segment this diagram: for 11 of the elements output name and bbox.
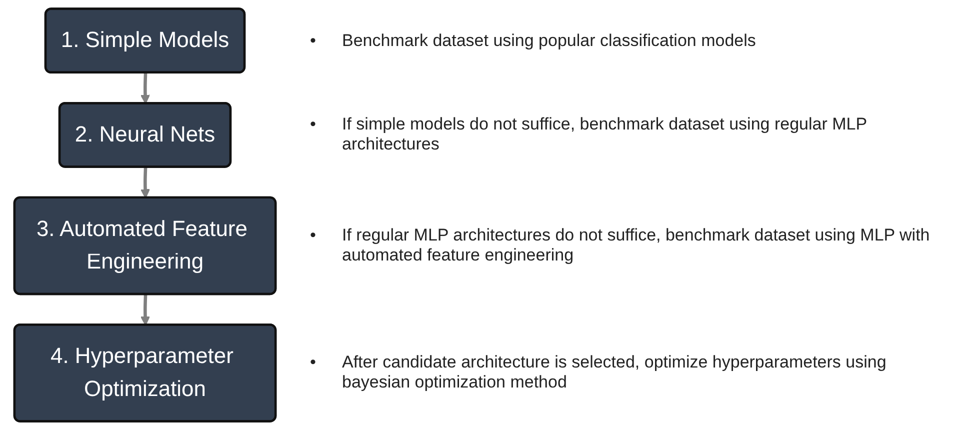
- description-text: If regular MLP architectures do not suffice, benchmark dataset using MLP with automated feature engineering: [342, 225, 931, 266]
- bullet-marker: •: [310, 30, 316, 51]
- arrow: [140, 72, 150, 104]
- arrow: [140, 294, 150, 326]
- bullet-marker: •: [310, 114, 316, 135]
- bullet-marker: •: [310, 352, 316, 373]
- description-text: If simple models do not suffice, benchmark dataset using regular MLP architectures: [342, 114, 868, 156]
- arrow: [140, 167, 150, 198]
- bullet-marker: •: [310, 225, 316, 246]
- description-text: Benchmark dataset using popular classification models: [342, 30, 757, 51]
- description-text: After candidate architecture is selected, optimize hyperparameters using bayesian optimization method: [342, 352, 888, 394]
